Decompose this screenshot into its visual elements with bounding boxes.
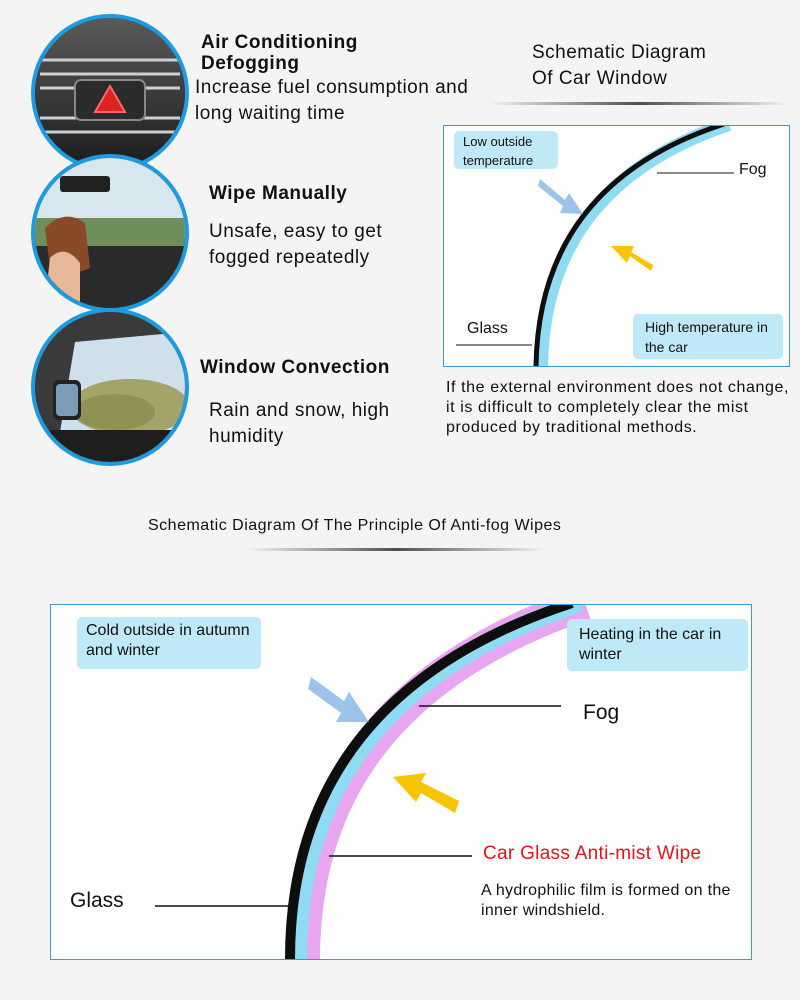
fog-label: Fog <box>739 161 767 178</box>
method-description: Unsafe, easy to get fogged repeatedly <box>209 221 383 268</box>
method-title: Air Conditioning Defogging <box>201 32 358 74</box>
glass-label: Glass <box>467 320 508 337</box>
method-description: Increase fuel consumption and long waiti… <box>195 77 469 124</box>
divider <box>489 102 789 105</box>
window-diagram-title: Schematic Diagram Of Car Window <box>532 42 707 89</box>
outside-temperature-label: Low outside temperature <box>454 131 558 169</box>
warm-air-arrow <box>393 773 459 813</box>
method-description: Rain and snow, high humidity <box>209 400 390 447</box>
method-title: Wipe Manually <box>209 183 348 204</box>
principle-diagram: Cold outside in autumn and winter Heatin… <box>50 604 752 960</box>
inside-temperature-label: High temperature in the car <box>633 314 783 359</box>
window-diagram-caption: If the external environment does not cha… <box>446 379 790 436</box>
product-description: A hydrophilic film is formed on the inne… <box>481 882 731 919</box>
principle-diagram-title: Schematic Diagram Of The Principle Of An… <box>148 517 562 534</box>
hand-wiping-photo <box>31 154 189 312</box>
method-title: Window Convection <box>200 357 390 378</box>
glass-curve-with-film <box>155 605 591 959</box>
glass-curve <box>456 126 734 366</box>
air-vent-photo <box>31 14 189 172</box>
cold-air-arrow <box>538 179 583 214</box>
window-diagram: Low outside temperature Fog Glass High t… <box>443 125 790 367</box>
glass-label: Glass <box>70 889 124 912</box>
cold-air-arrow <box>308 677 369 722</box>
cold-outside-label: Cold outside in autumn and winter <box>77 617 261 669</box>
divider <box>246 548 546 551</box>
warm-air-arrow <box>611 246 653 271</box>
heating-inside-label: Heating in the car in winter <box>567 619 748 671</box>
fog-label: Fog <box>583 701 620 724</box>
car-side-window-photo <box>31 308 189 466</box>
product-label: Car Glass Anti-mist Wipe <box>483 843 702 864</box>
